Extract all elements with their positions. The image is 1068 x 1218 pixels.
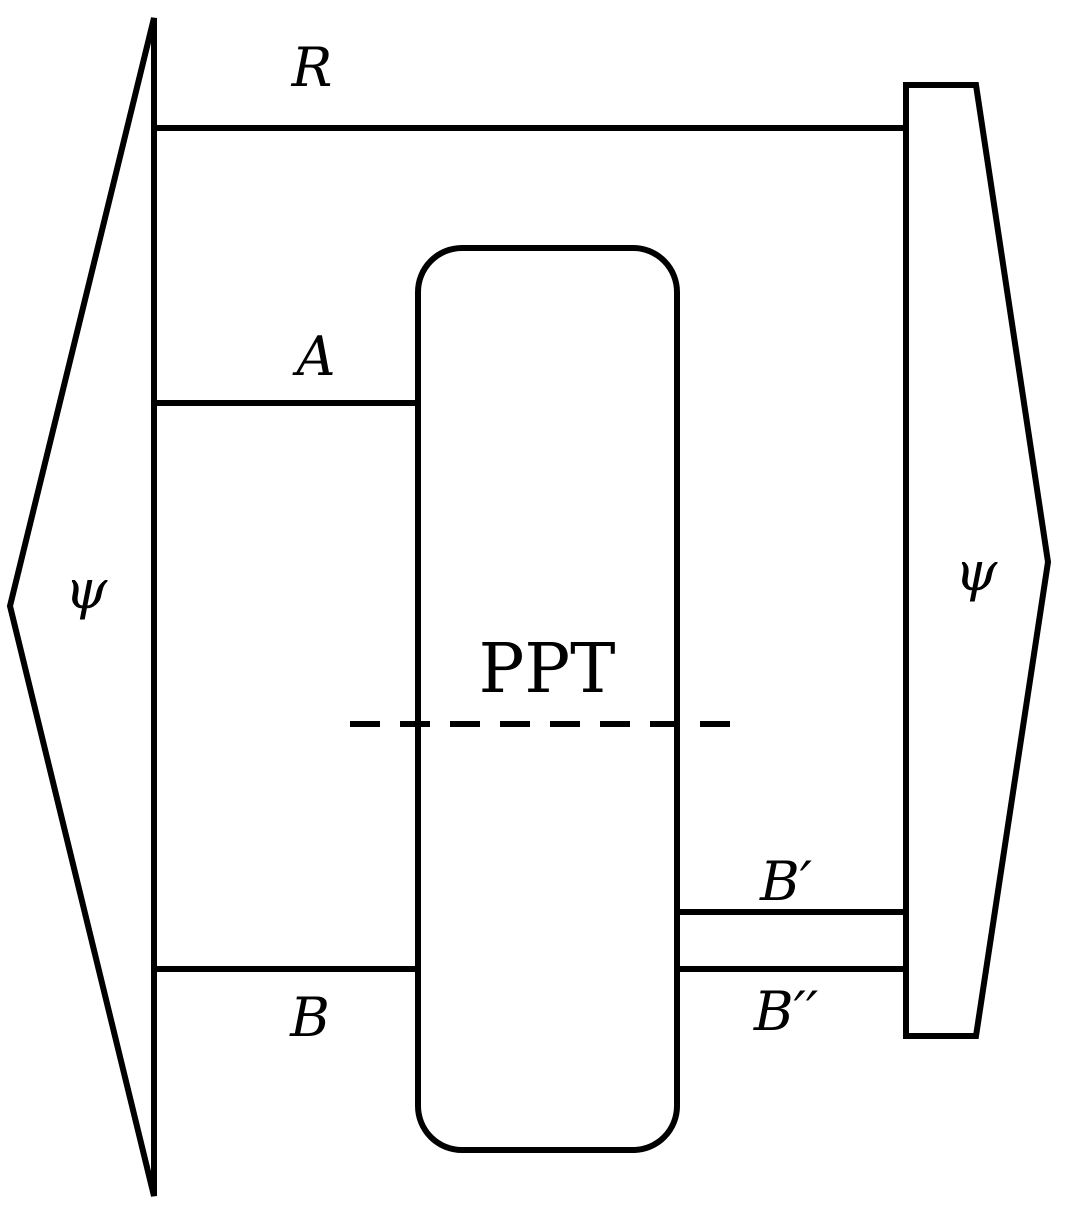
wire-b-label: B <box>289 986 330 1049</box>
wire-b-prime-label: B′ <box>759 850 812 913</box>
wire-b-double-prime-label: B′′ <box>753 980 818 1043</box>
wire-a-label: A <box>292 325 336 388</box>
ppt-box <box>415 245 680 1153</box>
ppt-box-label: PPT <box>479 630 616 709</box>
right-psi-shape <box>903 82 1052 1039</box>
right-psi-label: ψ <box>955 540 998 603</box>
left-psi-triangle <box>6 17 157 1197</box>
wire-r-label: R <box>291 36 333 99</box>
left-psi-label: ψ <box>65 558 108 621</box>
